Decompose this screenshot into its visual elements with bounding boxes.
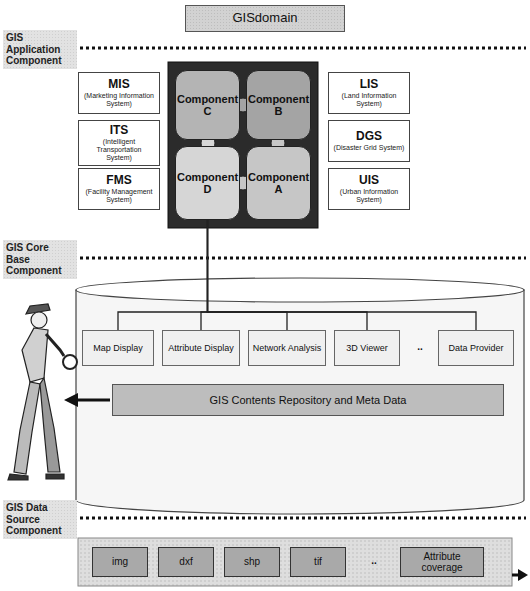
connector [208, 220, 477, 330]
component-piece: Component B [246, 70, 311, 140]
data-format-box: tif [290, 547, 346, 577]
person-illustration [8, 304, 77, 480]
node-text: (Disaster Grid System) [334, 144, 405, 152]
ellipsis: .. [406, 341, 434, 353]
section-divider [80, 257, 526, 260]
node-text: dxf [179, 556, 192, 567]
module-box: 3D Viewer [334, 330, 400, 366]
node-text: tif [314, 556, 322, 567]
node-text: Component B [248, 93, 309, 118]
ellipsis: .. [356, 555, 392, 567]
node-text: Attribute coverage [404, 551, 480, 573]
node-text: FMS [106, 174, 131, 187]
connector [208, 220, 368, 330]
node-text: GISdomain [232, 11, 297, 26]
system-box: DGS(Disaster Grid System) [328, 120, 410, 162]
domain-box: GISdomain [185, 5, 345, 32]
section-label: GIS Data Source Component [3, 500, 77, 539]
data-format-box: dxf [158, 547, 214, 577]
system-box: FMS(Facility Management System) [78, 168, 160, 210]
arrow-head [518, 569, 528, 581]
node-text: (Intelligent Transportation System) [83, 138, 155, 161]
cylinder-top [76, 278, 524, 302]
node-text: Map Display [93, 343, 143, 353]
data-format-box: Attribute coverage [400, 547, 484, 577]
section-divider [80, 517, 526, 520]
node-text: ITS [110, 124, 129, 137]
data-format-box: shp [224, 547, 280, 577]
system-box: UIS(Urban Information System) [328, 168, 410, 210]
node-text: Attribute Display [168, 343, 234, 353]
section-label: GIS Core Base Component [3, 240, 77, 279]
component-piece: Component C [175, 70, 240, 140]
connector [201, 220, 208, 330]
node-text: (Marketing Information System) [83, 92, 155, 108]
component-piece: Component D [175, 146, 240, 220]
system-box: ITS(Intelligent Transportation System) [78, 120, 160, 166]
node-text: GIS Contents Repository and Meta Data [210, 394, 407, 406]
connector [118, 220, 208, 330]
system-box: MIS(Marketing Information System) [78, 72, 160, 114]
data-format-box: img [92, 547, 148, 577]
node-text: (Facility Management System) [83, 188, 155, 204]
node-text: 3D Viewer [346, 343, 387, 353]
node-text: LIS [360, 78, 379, 91]
puzzle-frame [168, 62, 318, 228]
section-label: GIS Application Component [3, 30, 77, 69]
section-divider [80, 47, 526, 50]
node-text: Data Provider [448, 343, 503, 353]
module-box: Data Provider [438, 330, 514, 366]
module-box: Map Display [82, 330, 154, 366]
module-box: Attribute Display [162, 330, 240, 366]
node-text: Component C [177, 93, 238, 118]
data-source-band [78, 538, 512, 586]
component-piece: Component A [246, 146, 311, 220]
node-text: UIS [359, 174, 379, 187]
module-box: Network Analysis [248, 330, 326, 366]
access-arrow [76, 399, 110, 402]
node-text: MIS [108, 78, 129, 91]
node-text: (Urban Information System) [333, 188, 405, 204]
arrow-head [64, 393, 78, 407]
node-text: img [112, 556, 128, 567]
node-text: DGS [356, 130, 382, 143]
repository-bar: GIS Contents Repository and Meta Data [112, 384, 504, 416]
node-text: (Land Information System) [333, 92, 405, 108]
repository-cylinder [76, 290, 524, 514]
connector [208, 220, 288, 330]
node-text: Network Analysis [253, 343, 322, 353]
node-text: Component D [177, 171, 238, 196]
node-text: shp [244, 556, 260, 567]
system-box: LIS(Land Information System) [328, 72, 410, 114]
node-text: Component A [248, 171, 309, 196]
